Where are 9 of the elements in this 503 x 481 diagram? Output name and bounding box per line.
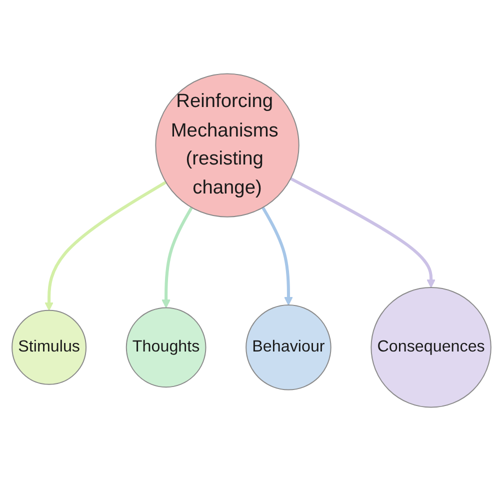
node-circle: Consequences xyxy=(370,287,492,408)
node-circle: Stimulus xyxy=(12,310,87,385)
node-circle: Thoughts xyxy=(126,307,206,388)
arrow xyxy=(290,177,436,288)
node-circle: Reinforcing Mechanisms (resisting change) xyxy=(155,73,300,218)
node-circle: Behaviour xyxy=(246,304,332,390)
arrow xyxy=(162,206,193,308)
arrow xyxy=(262,206,293,306)
arrow xyxy=(44,180,167,311)
